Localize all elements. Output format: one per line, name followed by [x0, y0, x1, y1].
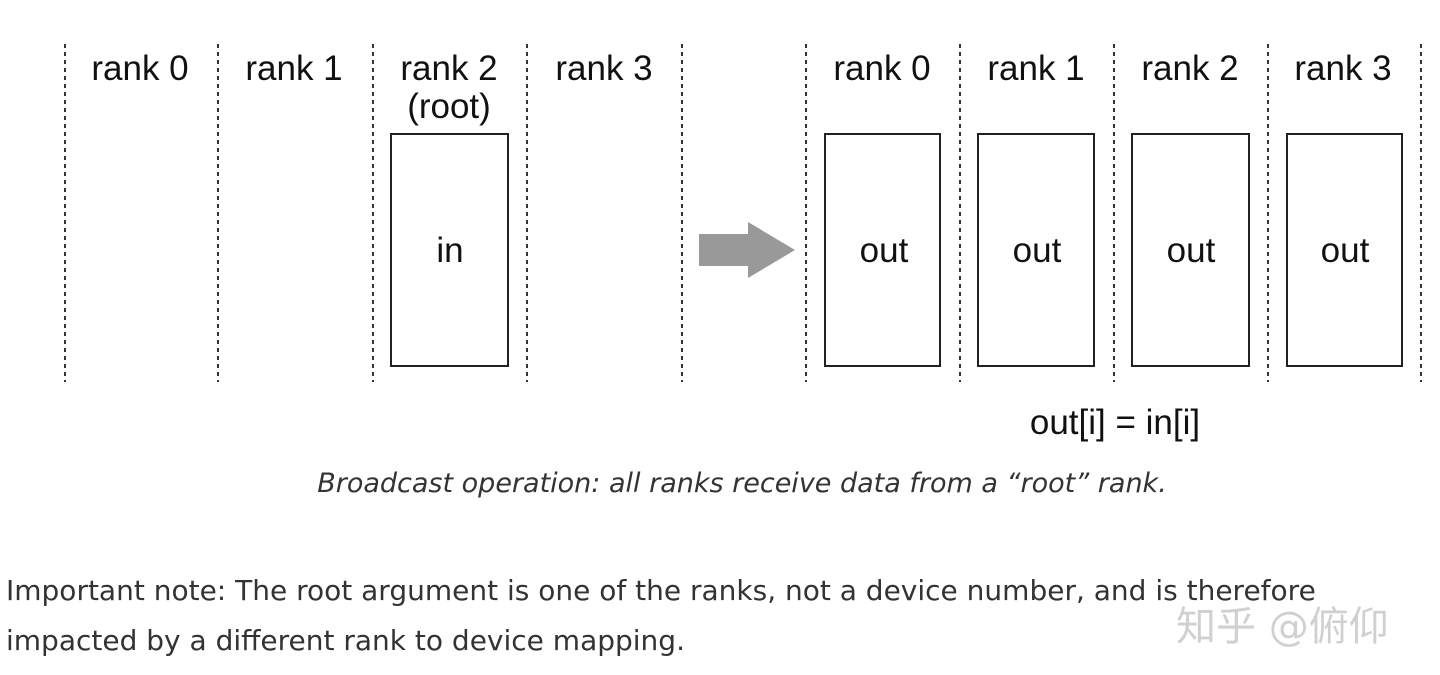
buffer-out-rank0	[824, 133, 941, 367]
arrow-right-icon	[699, 222, 795, 278]
buffer-in-rank2	[390, 133, 509, 367]
buffer-out-rank2	[1131, 133, 1250, 367]
buffer-out-label-rank0: out	[859, 231, 909, 270]
before-rank-0-label: rank 0	[91, 49, 189, 88]
after-rank-3-label: rank 3	[1294, 49, 1392, 88]
buffer-out-label-rank1: out	[1012, 231, 1062, 270]
diagram-canvas	[64, 44, 1422, 382]
before-rank-2-label: rank 2	[400, 49, 498, 88]
buffer-out-label-rank2: out	[1166, 231, 1216, 270]
broadcast-diagram: rank 0 rank 1 rank 2 (root) rank 3 rank …	[64, 44, 1422, 442]
before-rank-1-label: rank 1	[245, 49, 343, 88]
important-note: Important note: The root argument is one…	[6, 574, 1316, 657]
figure-caption: Broadcast operation: all ranks receive d…	[317, 468, 1167, 499]
after-rank-0-label: rank 0	[833, 49, 931, 88]
formula-label: out[i] = in[i]	[1029, 403, 1201, 442]
root-label: (root)	[407, 87, 491, 126]
after-rank-1-label: rank 1	[987, 49, 1085, 88]
buffer-in-label: in	[436, 231, 464, 270]
buffer-out-rank1	[977, 133, 1095, 367]
buffer-out-rank3	[1286, 133, 1403, 367]
watermark: 知乎 @俯仰	[1176, 604, 1389, 650]
buffer-out-label-rank3: out	[1320, 231, 1370, 270]
after-rank-2-label: rank 2	[1141, 49, 1239, 88]
before-rank-3-label: rank 3	[555, 49, 653, 88]
